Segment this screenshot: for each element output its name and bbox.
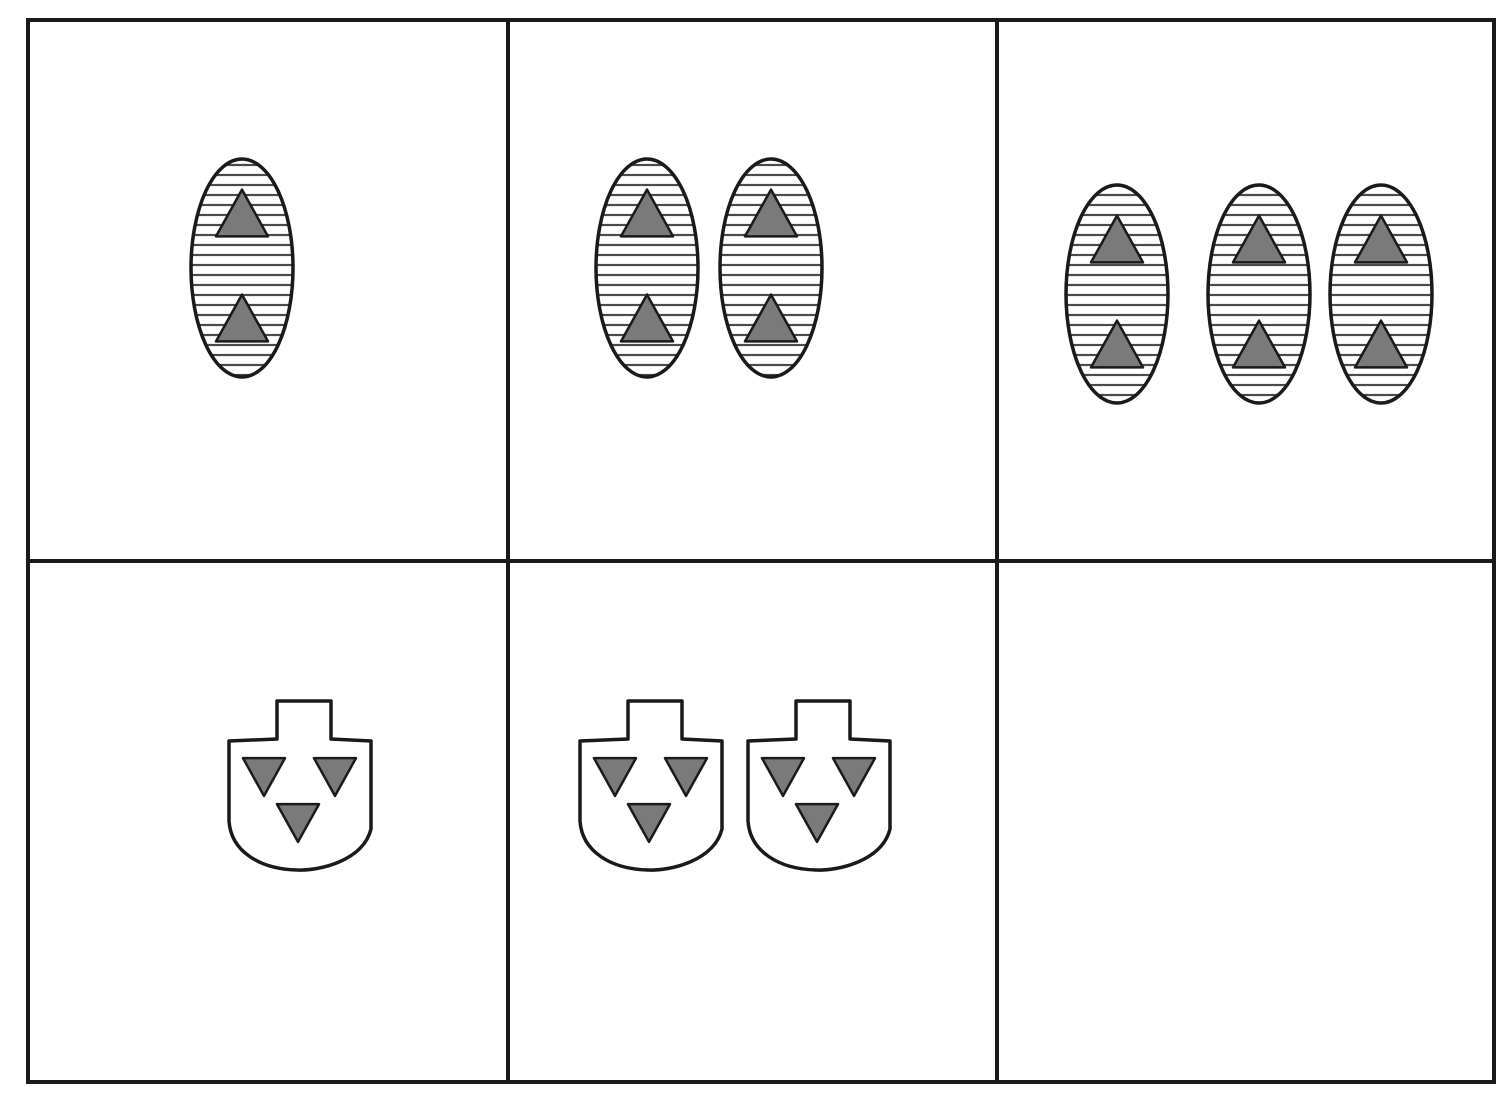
triangle-up [619,188,675,238]
triangle-up [743,293,799,343]
triangle-down [275,802,321,844]
triangle-down [312,756,358,798]
striped-oval [1328,183,1434,405]
shield-figure [227,699,373,872]
triangle-up [1231,319,1287,369]
triangle-down [663,756,709,798]
cell-r2-c3 [999,563,1492,1080]
striped-oval [594,157,700,379]
triangle-up [1089,214,1145,264]
cell-r1-c1 [189,157,295,379]
striped-oval [189,157,295,379]
cell-r2-c1 [227,699,373,872]
triangle-down [626,802,672,844]
cell-area [999,563,1492,1080]
triangle-up [1353,319,1409,369]
oval-outline [1206,183,1312,405]
triangle-down [592,756,638,798]
grid-frame [26,18,1496,1084]
cell-r2-c2 [578,699,892,872]
oval-outline [594,157,700,379]
shield-figure [746,699,892,872]
triangle-down [794,802,840,844]
oval-outline [1064,183,1170,405]
outer-border [26,18,1496,1084]
cells-layer [189,157,1492,1080]
triangle-up [619,293,675,343]
shield-outline [578,699,724,872]
shield-outline [746,699,892,872]
triangle-up [214,293,270,343]
cell-r1-c2 [594,157,824,379]
triangle-up [1353,214,1409,264]
triangle-up [214,188,270,238]
oval-outline [718,157,824,379]
triangle-up [743,188,799,238]
triangle-down [760,756,806,798]
triangle-down [831,756,877,798]
striped-oval [1206,183,1312,405]
triangle-up [1231,214,1287,264]
oval-outline [1328,183,1434,405]
triangle-up [1089,319,1145,369]
triangle-down [241,756,287,798]
striped-oval [718,157,824,379]
shield-outline [227,699,373,872]
shield-figure [578,699,724,872]
cell-r1-c3 [1064,183,1434,405]
oval-outline [189,157,295,379]
striped-oval [1064,183,1170,405]
